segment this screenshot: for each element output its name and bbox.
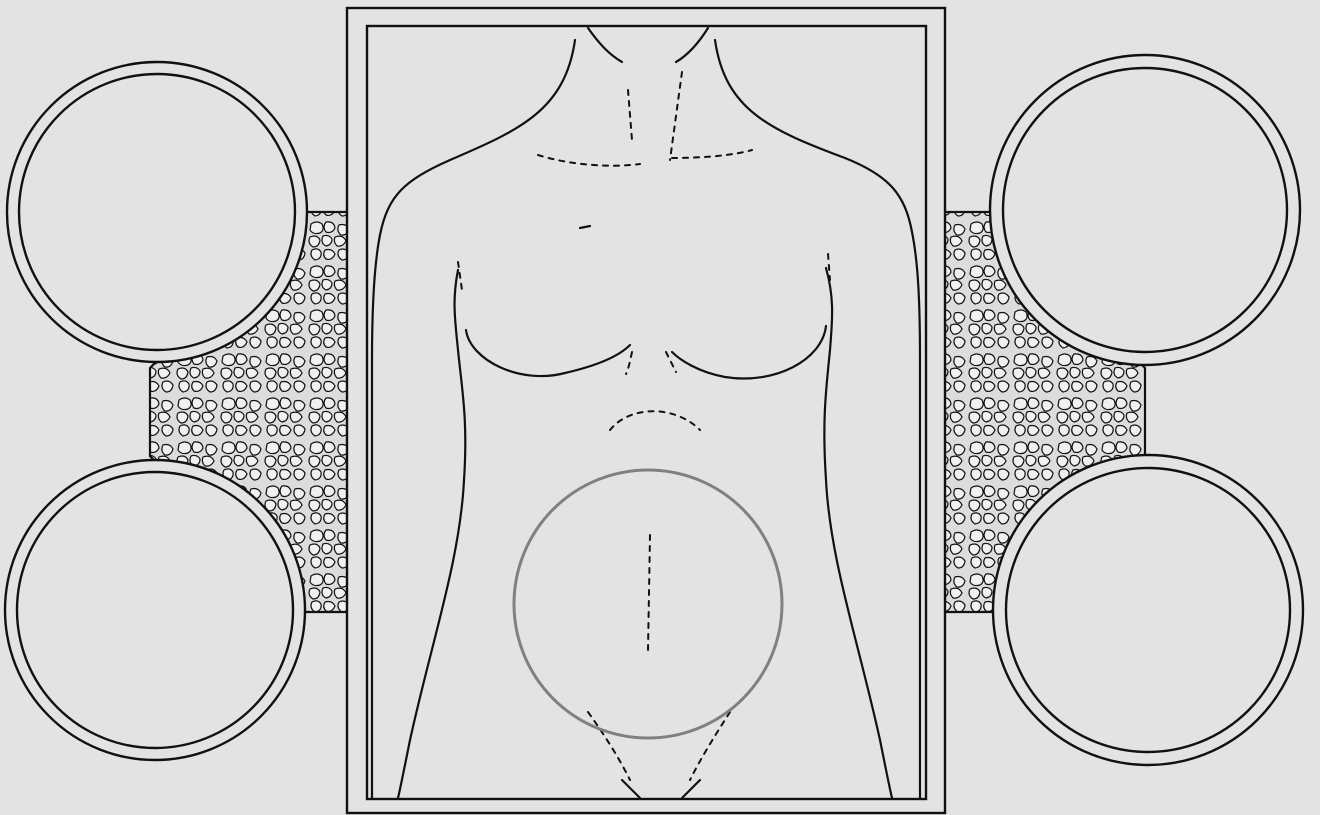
side-circle-upper-right xyxy=(990,55,1300,365)
inner-frame xyxy=(367,26,926,799)
side-circle-upper-left xyxy=(7,62,307,362)
side-circle-lower-right xyxy=(993,455,1303,765)
side-circle-lower-left xyxy=(5,460,305,760)
